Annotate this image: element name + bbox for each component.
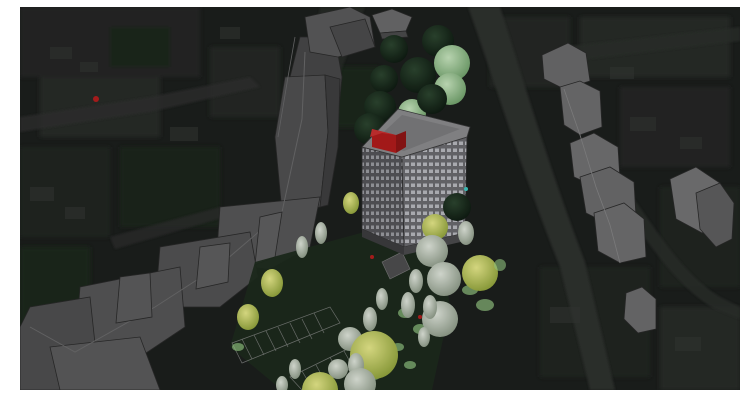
tree-cluster-site bbox=[237, 192, 506, 390]
context-buildings-east bbox=[541, 42, 735, 334]
map-3d-viewport[interactable] bbox=[20, 7, 740, 390]
dim-overlay bbox=[20, 7, 740, 390]
context-buildings-west bbox=[20, 7, 376, 390]
aerial-3d-scene[interactable] bbox=[20, 7, 740, 390]
